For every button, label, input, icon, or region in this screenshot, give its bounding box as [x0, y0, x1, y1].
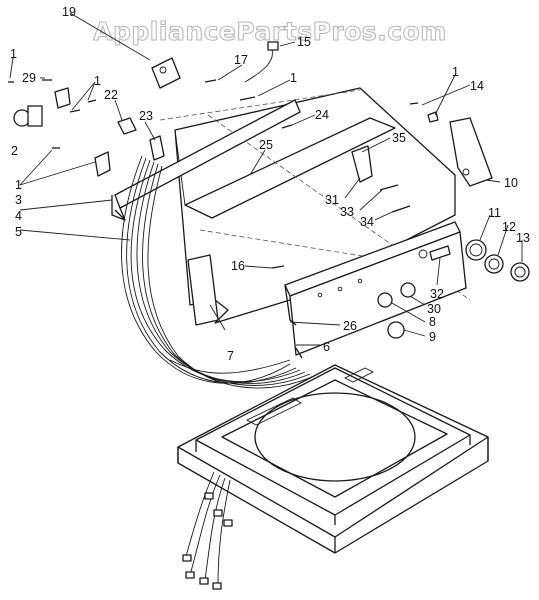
label-16: 16: [231, 259, 245, 273]
label-6: 6: [323, 340, 330, 354]
small-parts: [8, 41, 530, 359]
label-1-a: 1: [10, 47, 17, 61]
top-frame: [177, 364, 489, 554]
label-26: 26: [343, 319, 357, 333]
label-1-c: 1: [15, 178, 22, 192]
label-34: 34: [360, 215, 374, 229]
leader-lines: [9, 12, 523, 346]
label-19: 19: [62, 5, 76, 19]
label-7: 7: [227, 349, 234, 363]
label-25: 25: [259, 138, 273, 152]
label-23: 23: [139, 109, 153, 123]
label-30: 30: [427, 302, 441, 316]
panel-part-7: [187, 254, 219, 326]
label-22: 22: [104, 88, 118, 102]
label-1-e: 1: [290, 71, 297, 85]
label-29: 29: [22, 71, 36, 85]
label-33: 33: [340, 205, 354, 219]
label-5: 5: [15, 225, 22, 239]
label-10: 10: [504, 176, 518, 190]
label-8: 8: [429, 315, 436, 329]
label-24: 24: [315, 108, 329, 122]
label-17: 17: [234, 53, 248, 67]
label-11: 11: [488, 206, 501, 220]
label-3: 3: [15, 193, 22, 207]
label-2: 2: [11, 144, 18, 158]
label-1-d: 1: [452, 65, 459, 79]
side-bracket: [111, 99, 301, 221]
label-15: 15: [297, 35, 311, 49]
label-14: 14: [470, 79, 484, 93]
label-35: 35: [392, 131, 406, 145]
label-31: 31: [325, 193, 339, 207]
label-32: 32: [430, 287, 444, 301]
label-4: 4: [15, 209, 22, 223]
label-1-b: 1: [94, 74, 101, 88]
label-9: 9: [429, 330, 436, 344]
label-13: 13: [516, 231, 530, 245]
frame-harness: [182, 471, 233, 590]
label-12: 12: [502, 220, 516, 234]
part-labels: 19 15 17 1 1 29 1 22 23 2 24 25 1 14 35 …: [10, 5, 530, 363]
main-harness: [121, 155, 315, 389]
watermark-text: AppliancePartsPros.com: [93, 17, 447, 46]
